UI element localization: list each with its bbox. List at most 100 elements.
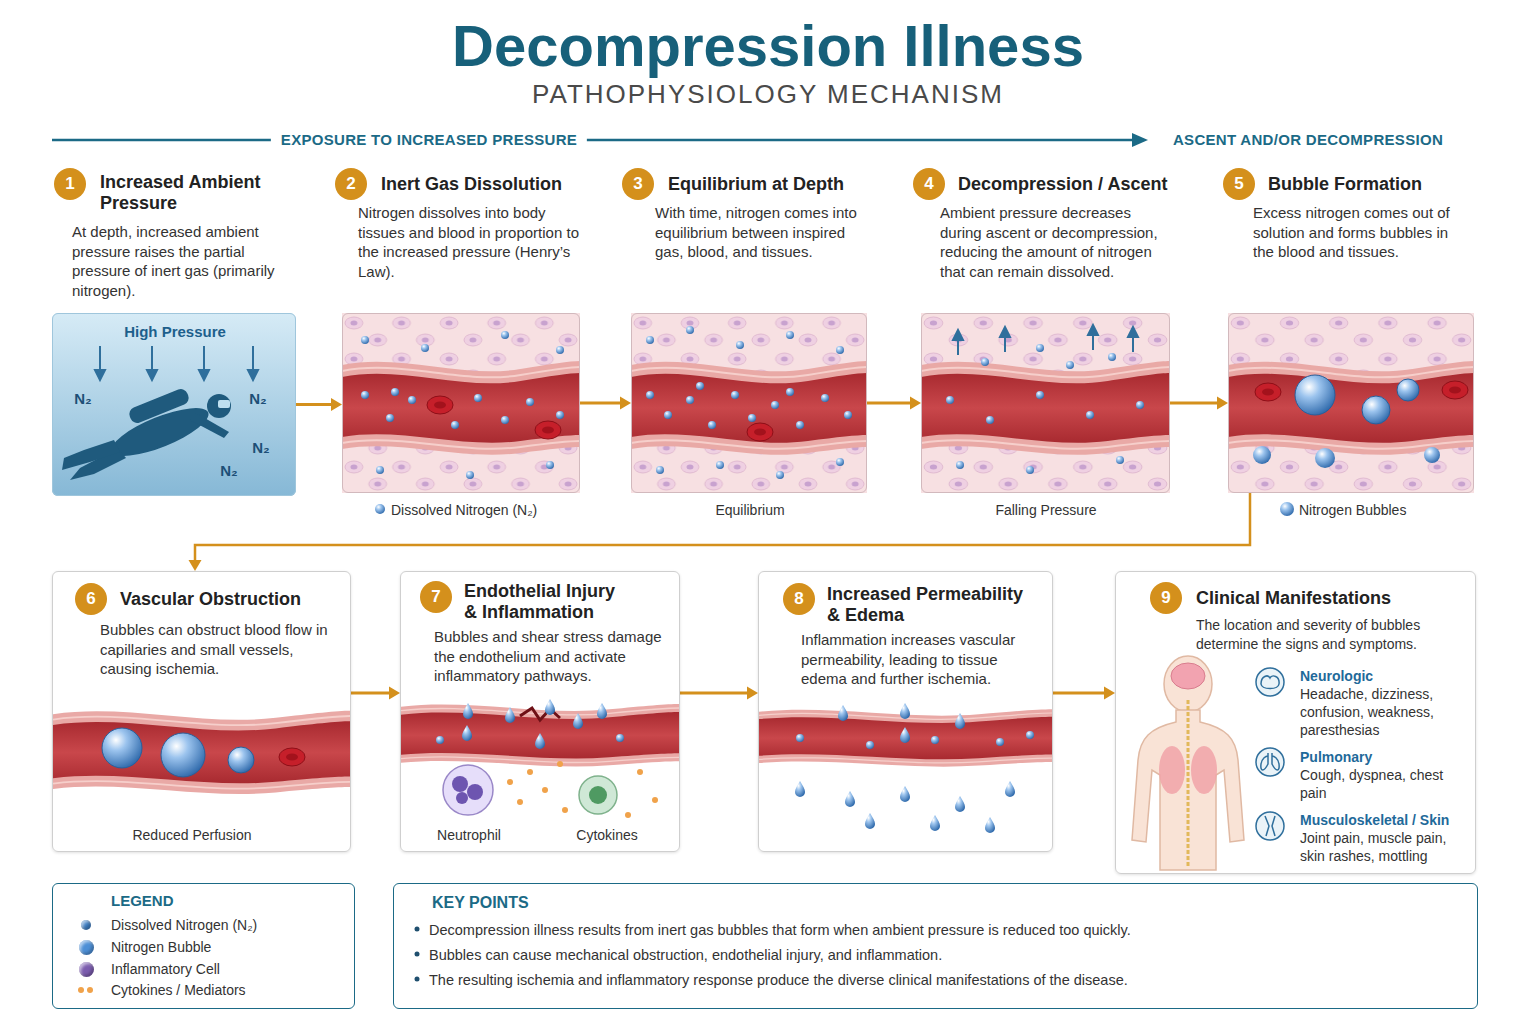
symptom-list: Headache, dizziness, confusion, weakness… <box>1300 685 1470 739</box>
box-body: The location and severity of bubbles det… <box>1196 616 1466 654</box>
process-box: Endothelial Injury & InflammationBubbles… <box>400 571 680 852</box>
panel-caption: Neutrophil <box>419 826 519 844</box>
flow-arrow <box>296 398 342 411</box>
callout-circle: 1 <box>54 168 86 200</box>
step-heading: Endothelial Injury & Inflammation <box>464 581 624 623</box>
step-heading: Increased Permeability & Edema <box>827 584 1035 626</box>
gas-label: N₂ <box>246 439 276 457</box>
panel-caption: Equilibrium <box>660 501 840 519</box>
step-heading: Clinical Manifestations <box>1196 588 1466 609</box>
callout-number: 2 <box>335 168 367 200</box>
callout-circle: 9 <box>1150 582 1182 614</box>
arrow-head <box>189 560 202 571</box>
process-box: Vascular ObstructionBubbles can obstruct… <box>52 571 351 852</box>
arrow-head <box>389 687 400 700</box>
callout-circle: 3 <box>622 168 654 200</box>
step-body: Ambient pressure decreases during ascent… <box>940 203 1172 281</box>
panel-label: High Pressure <box>95 323 255 341</box>
symptom-list: Cough, dyspnea, chest pain <box>1300 766 1470 802</box>
illustration-panel: High PressureN₂N₂N₂N₂ <box>52 313 296 496</box>
step-body: Nitrogen dissolves into body tissues and… <box>358 203 580 281</box>
panel-caption: Dissolved Nitrogen (N₂) <box>391 501 581 519</box>
human-figure <box>1132 656 1244 870</box>
arrow-line <box>1170 402 1219 405</box>
legend-text: Dissolved Nitrogen (N₂) <box>111 916 257 934</box>
legend-text: Inflammatory Cell <box>111 960 220 978</box>
step-body: At depth, increased ambient pressure rai… <box>72 222 294 300</box>
arrow-line <box>580 402 622 405</box>
panel-caption: Reduced Perfusion <box>102 826 282 844</box>
callout-circle: 6 <box>75 583 107 615</box>
timeline-label: ASCENT AND/OR DECOMPRESSION <box>1163 131 1453 149</box>
callout-number: 7 <box>420 581 452 613</box>
symptom-heading: Pulmonary <box>1300 748 1470 766</box>
gas-label: N₂ <box>214 462 244 480</box>
panel-caption: Cytokines <box>557 826 657 844</box>
flow-arrow <box>351 687 400 700</box>
arrow-line <box>680 692 749 695</box>
key-point: Bubbles can cause mechanical obstruction… <box>429 946 1464 964</box>
process-box: Increased Permeability & EdemaInflammati… <box>758 571 1053 852</box>
gas-label: N₂ <box>243 390 273 408</box>
step-column: Bubble FormationExcess nitrogen comes ou… <box>1220 166 1482 522</box>
symptom-heading: Musculoskeletal / Skin <box>1300 811 1470 829</box>
step-heading: Increased Ambient Pressure <box>100 172 280 214</box>
arrow-head <box>910 397 921 410</box>
arrow-line <box>351 692 391 695</box>
key-point: The resulting ischemia and inflammatory … <box>429 971 1464 989</box>
symptom-list: Joint pain, muscle pain, skin rashes, mo… <box>1300 829 1470 865</box>
flow-arrow <box>580 397 631 410</box>
subtitle: PATHOPHYSIOLOGY MECHANISM <box>522 79 1014 109</box>
vessel-bubbles <box>1228 313 1474 516</box>
info-box: KEY POINTSDecompression illness results … <box>393 883 1478 1009</box>
timeline-label: EXPOSURE TO INCREASED PRESSURE <box>271 131 587 149</box>
step-body: With time, nitrogen comes into equilibri… <box>655 203 865 262</box>
info-box: LEGEND Dissolved Nitrogen (N₂) Nitrogen Bu… <box>52 883 355 1009</box>
vessel-edema <box>759 703 1052 833</box>
legend-swatch <box>79 962 94 977</box>
panel-caption: Nitrogen Bubbles <box>1299 501 1469 519</box>
vessel-obstruction <box>53 711 350 794</box>
legend-text: Nitrogen Bubble <box>111 938 211 956</box>
diver-panel <box>52 313 296 496</box>
arrow-head <box>1104 687 1115 700</box>
arrow-line <box>296 403 333 406</box>
callout-circle: 7 <box>420 581 452 613</box>
symptom-heading: Neurologic <box>1300 667 1470 685</box>
step-body: Excess nitrogen comes out of solution an… <box>1253 203 1473 262</box>
callout-number: 3 <box>622 168 654 200</box>
process-box: Clinical ManifestationsThe location and … <box>1115 571 1476 874</box>
step-body: Inflammation increases vascular permeabi… <box>801 630 1046 689</box>
arrow-line <box>195 493 1250 562</box>
callout-number: 9 <box>1150 582 1182 614</box>
step-column: Equilibrium at DepthWith time, nitrogen … <box>620 166 874 522</box>
arrow-line <box>1053 692 1106 695</box>
legend-swatch <box>79 940 94 955</box>
step-heading: Bubble Formation <box>1268 174 1478 195</box>
vessel-injury <box>401 699 679 818</box>
step-heading: Inert Gas Dissolution <box>381 174 581 195</box>
illustration-panel: Dissolved Nitrogen (N₂) <box>342 313 580 493</box>
step-heading: Vascular Obstruction <box>120 589 345 610</box>
vessel-dissolution <box>342 313 580 514</box>
legend-text: Cytokines / Mediators <box>111 981 246 999</box>
legend-title: LEGEND <box>111 892 311 910</box>
flow-arrow <box>680 687 758 700</box>
timeline-arrow <box>52 133 1148 147</box>
step-heading: Equilibrium at Depth <box>668 174 868 195</box>
callout-circle: 2 <box>335 168 367 200</box>
callout-number: 5 <box>1223 168 1255 200</box>
flow-arrow <box>1053 687 1115 700</box>
arrow-head <box>1217 397 1228 410</box>
symptom-icons <box>1256 668 1284 840</box>
flow-arrow <box>189 493 1251 571</box>
callout-number: 1 <box>54 168 86 200</box>
step-heading: Decompression / Ascent <box>958 174 1173 195</box>
flow-arrow <box>867 397 921 410</box>
title: Decompression Illness <box>0 12 1536 79</box>
arrow-line <box>867 402 912 405</box>
illustration-panel: Nitrogen Bubbles <box>1228 313 1474 493</box>
step-column: Increased Ambient Pressure At depth, incr… <box>52 166 302 522</box>
